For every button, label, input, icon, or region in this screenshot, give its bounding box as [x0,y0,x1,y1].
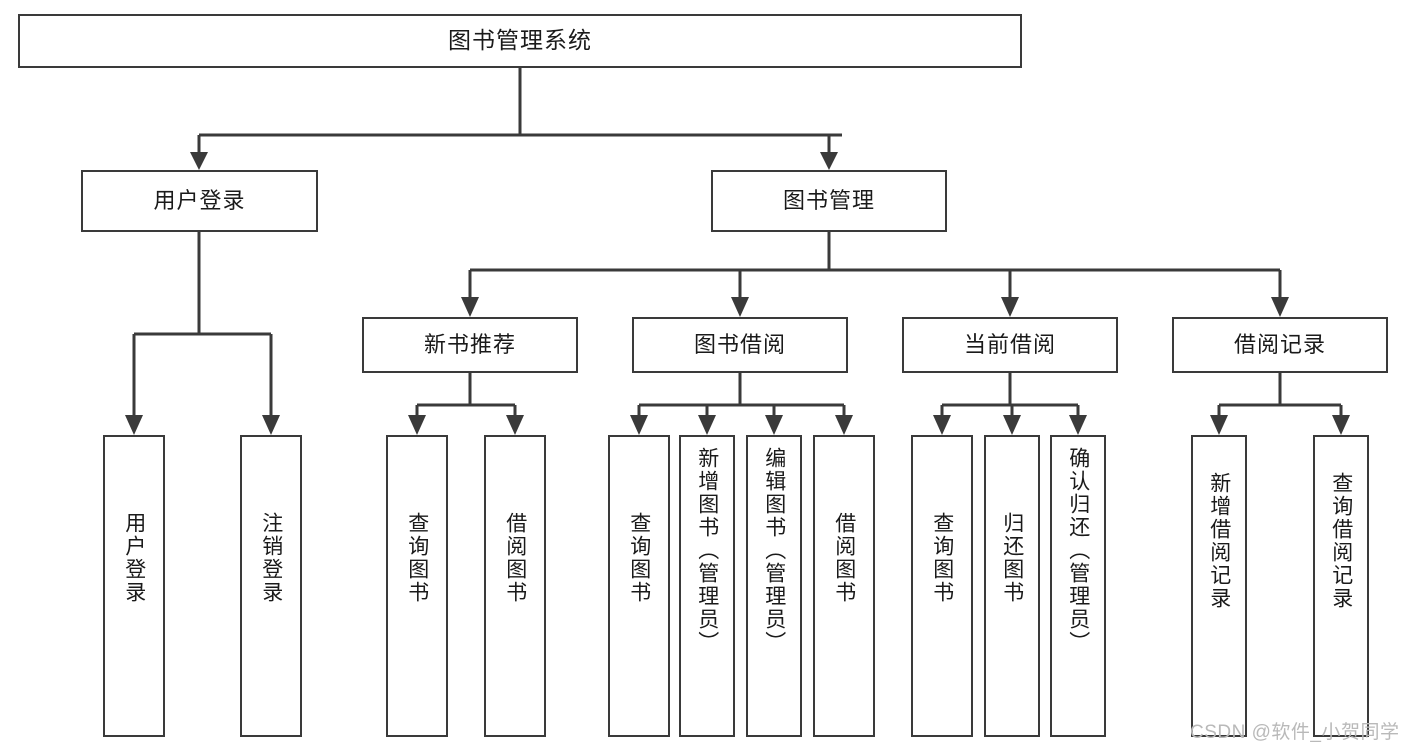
arrowhead-currentborrow-leaves [933,415,1087,435]
node-leaf-query-book[interactable]: 查询图书 [608,435,670,737]
arrowhead-userlogin-leaves [125,415,280,435]
node-book-borrow-label: 图书借阅 [693,331,786,357]
node-current-borrow[interactable]: 当前借阅 [902,317,1118,373]
node-user-login[interactable]: 用户登录 [81,170,318,232]
node-leaf-query-record-label: 查询借阅记录 [1329,472,1353,610]
node-leaf-edit-book[interactable]: 编辑图书（管理员） [746,435,802,737]
node-root[interactable]: 图书管理系统 [18,14,1022,68]
wire-bookmanage-to-level3 [468,232,1282,300]
node-book-manage[interactable]: 图书管理 [711,170,947,232]
node-leaf-user-login-label: 用户登录 [122,512,146,604]
node-book-manage-label: 图书管理 [782,187,875,213]
node-leaf-add-book[interactable]: 新增图书（管理员） [679,435,735,737]
node-leaf-query-book-cur-label: 查询图书 [930,512,954,604]
node-new-book-rec-label: 新书推荐 [423,331,516,357]
wire-userlogin-to-leaves [132,232,273,418]
node-leaf-borrow-book-rec[interactable]: 借阅图书 [484,435,546,737]
node-leaf-return-book-label: 归还图书 [1000,512,1024,604]
node-leaf-edit-book-label: 编辑图书（管理员） [762,447,786,654]
node-book-borrow[interactable]: 图书借阅 [632,317,848,373]
node-root-label: 图书管理系统 [448,27,592,54]
node-leaf-query-book-rec-label: 查询图书 [405,512,429,604]
wire-bookborrow-to-leaves [637,373,846,418]
node-current-borrow-label: 当前借阅 [963,331,1056,357]
node-leaf-add-record[interactable]: 新增借阅记录 [1191,435,1247,737]
wire-borrowrecord-to-leaves [1217,373,1343,418]
node-borrow-record[interactable]: 借阅记录 [1172,317,1388,373]
node-borrow-record-label: 借阅记录 [1233,331,1326,357]
node-leaf-add-record-label: 新增借阅记录 [1207,472,1231,610]
node-user-login-label: 用户登录 [153,187,246,213]
node-leaf-borrow-book-rec-label: 借阅图书 [503,512,527,604]
node-leaf-query-book-label: 查询图书 [627,512,651,604]
arrowhead-root-children [190,152,838,170]
node-leaf-logout[interactable]: 注销登录 [240,435,302,737]
node-leaf-logout-label: 注销登录 [259,512,283,604]
node-leaf-add-book-label: 新增图书（管理员） [695,447,719,654]
node-leaf-confirm-return-label: 确认归还（管理员） [1066,447,1090,654]
arrowhead-borrowrecord-leaves [1210,415,1350,435]
wire-root-to-level2 [197,68,842,155]
arrowhead-level3 [461,297,1289,317]
node-leaf-query-book-cur[interactable]: 查询图书 [911,435,973,737]
arrowhead-bookborrow-leaves [630,415,853,435]
node-leaf-user-login[interactable]: 用户登录 [103,435,165,737]
node-leaf-confirm-return[interactable]: 确认归还（管理员） [1050,435,1106,737]
arrowhead-newbook-leaves [408,415,524,435]
node-leaf-query-book-rec[interactable]: 查询图书 [386,435,448,737]
node-leaf-query-record[interactable]: 查询借阅记录 [1313,435,1369,737]
wire-currentborrow-to-leaves [940,373,1080,418]
node-leaf-borrow-book[interactable]: 借阅图书 [813,435,875,737]
node-new-book-rec[interactable]: 新书推荐 [362,317,578,373]
node-leaf-return-book[interactable]: 归还图书 [984,435,1040,737]
wire-newbook-to-leaves [415,373,517,418]
node-leaf-borrow-book-label: 借阅图书 [832,512,856,604]
